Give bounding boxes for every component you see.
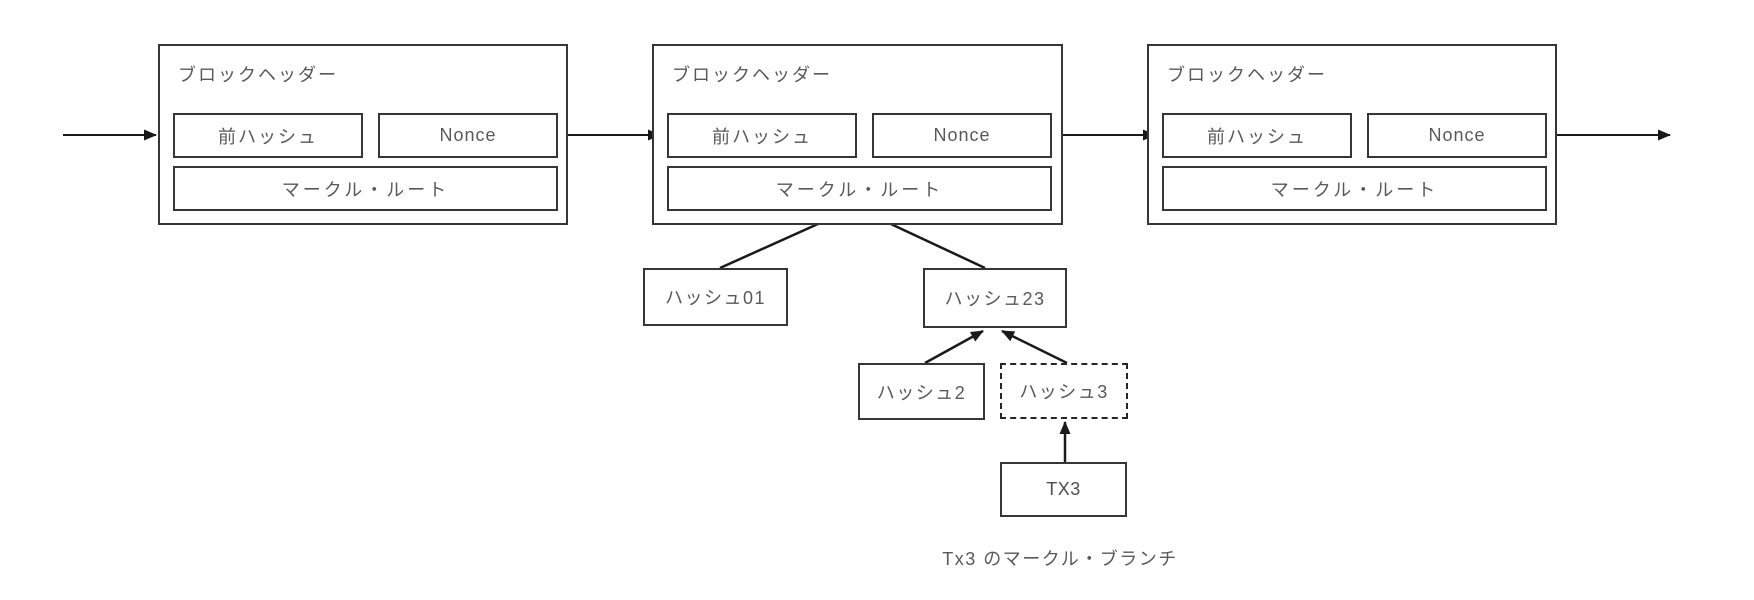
transaction-tx3: TX3 bbox=[1000, 462, 1127, 517]
merkle-root-field: マークル・ルート bbox=[1162, 166, 1547, 211]
merkle-node-hash01: ハッシュ01 bbox=[643, 268, 788, 326]
prev-hash-field: 前ハッシュ bbox=[173, 113, 363, 158]
block-header-title: ブロックヘッダー bbox=[672, 65, 832, 85]
merkle-node-hash2: ハッシュ2 bbox=[858, 363, 985, 420]
prev-hash-field: 前ハッシュ bbox=[667, 113, 857, 158]
diagram-caption: Tx3 のマークル・ブランチ bbox=[942, 549, 1178, 569]
block-header-1: ブロックヘッダー 前ハッシュ Nonce マークル・ルート bbox=[158, 44, 568, 225]
block-header-title: ブロックヘッダー bbox=[178, 65, 338, 85]
merkle-root-field: マークル・ルート bbox=[667, 166, 1052, 211]
nonce-field: Nonce bbox=[872, 113, 1052, 158]
nonce-field: Nonce bbox=[378, 113, 558, 158]
block-header-title: ブロックヘッダー bbox=[1167, 65, 1327, 85]
nonce-field: Nonce bbox=[1367, 113, 1547, 158]
merkle-node-hash3-dashed: ハッシュ3 bbox=[1000, 363, 1128, 419]
prev-hash-field: 前ハッシュ bbox=[1162, 113, 1352, 158]
merkle-root-field: マークル・ルート bbox=[173, 166, 558, 211]
block-header-3: ブロックヘッダー 前ハッシュ Nonce マークル・ルート bbox=[1147, 44, 1557, 225]
block-header-2: ブロックヘッダー 前ハッシュ Nonce マークル・ルート bbox=[652, 44, 1063, 225]
arrow-hash3-to-hash23 bbox=[1001, 329, 1068, 365]
arrow-hash2-to-hash23 bbox=[924, 329, 984, 365]
merkle-node-hash23: ハッシュ23 bbox=[923, 268, 1067, 328]
